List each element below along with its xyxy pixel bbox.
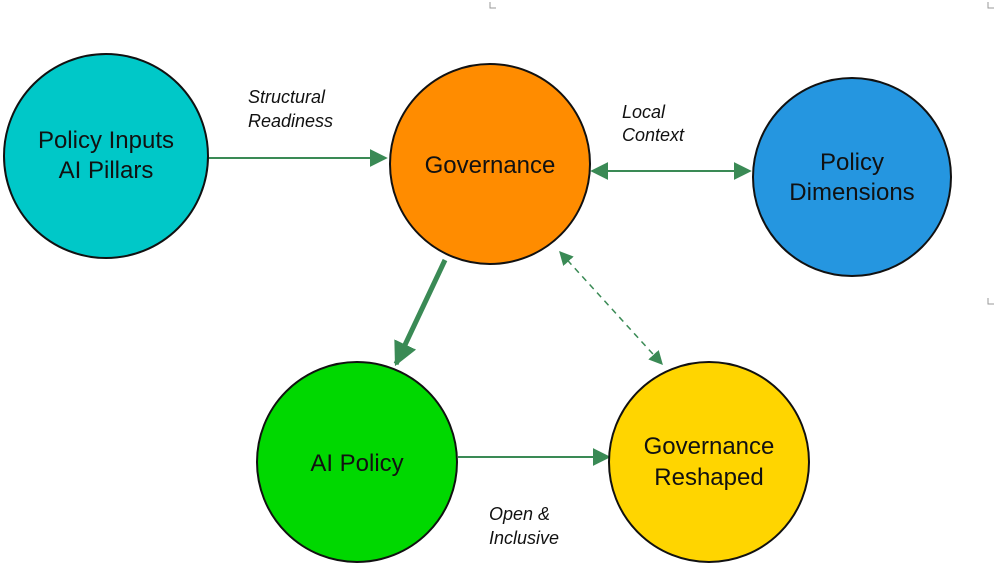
node-label-line: Reshaped [654, 464, 763, 491]
corner-mark [987, 2, 994, 9]
node-policy-inputs: Policy Inputs AI Pillars [3, 53, 209, 259]
node-label-line: Governance [425, 152, 556, 179]
node-label-line: Dimensions [789, 179, 914, 206]
node-label-line: Policy [820, 149, 884, 176]
node-label-line: AI Policy [310, 450, 403, 477]
node-policy-dimensions: Policy Dimensions [752, 77, 952, 277]
node-governance-reshaped: Governance Reshaped [608, 361, 810, 563]
node-governance: Governance [389, 63, 591, 265]
node-label-line: Policy Inputs [38, 127, 174, 154]
corner-mark [489, 2, 496, 9]
edge-label-line: Structural [248, 87, 326, 107]
edge-label-line: Open & [489, 504, 550, 524]
edge-label-local-context: Local Context [622, 102, 685, 145]
edge-label-line: Context [622, 125, 685, 145]
edge-governance-reshaped-dashed [559, 250, 663, 366]
edge-label-line: Local [622, 102, 666, 122]
node-ai-policy: AI Policy [256, 361, 458, 563]
edge-label-line: Inclusive [489, 528, 559, 548]
edge-governance-to-ai-policy [393, 258, 448, 367]
node-label-line: Governance [644, 433, 775, 460]
corner-mark [987, 298, 994, 305]
edge-label-line: Readiness [248, 111, 333, 131]
edge-label-open-inclusive: Open & Inclusive [489, 504, 559, 548]
node-label-line: AI Pillars [59, 157, 154, 184]
edge-label-structural-readiness: Structural Readiness [248, 87, 333, 131]
